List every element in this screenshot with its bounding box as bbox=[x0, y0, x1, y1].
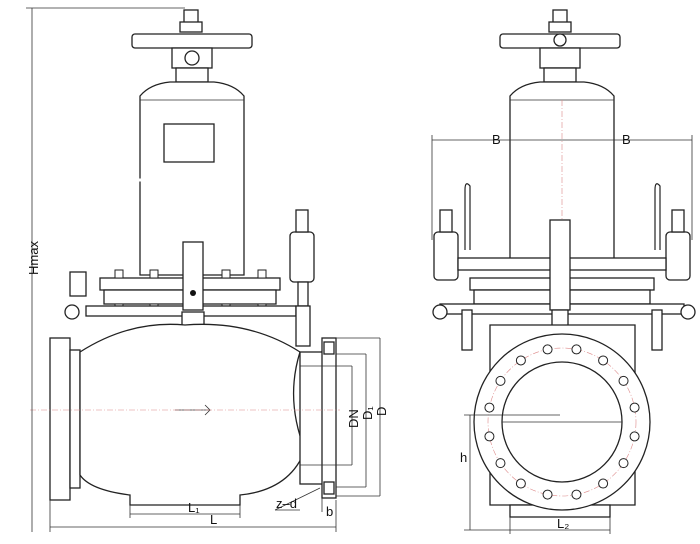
bolt-hole bbox=[618, 458, 629, 469]
bolt-hole bbox=[629, 431, 640, 442]
fitting-left bbox=[69, 271, 87, 297]
zd-label: z–d bbox=[276, 496, 297, 511]
bolt-hole bbox=[542, 344, 553, 355]
side-dimensions: B B h L₂ bbox=[431, 132, 693, 534]
outlet-flange bbox=[321, 337, 337, 499]
bolt-hole bbox=[618, 375, 629, 386]
handwheel bbox=[131, 33, 253, 49]
bolt-hole bbox=[598, 355, 609, 366]
valve-body bbox=[79, 323, 306, 506]
l2-label: L₂ bbox=[557, 516, 569, 531]
front-view bbox=[30, 9, 340, 506]
bolt-hole bbox=[484, 402, 495, 413]
b-left-label: B bbox=[492, 132, 501, 147]
dn-label: DN bbox=[346, 409, 361, 428]
side-bonnet bbox=[509, 81, 615, 266]
pilot-valve bbox=[182, 241, 204, 311]
bolt-hole bbox=[484, 431, 495, 442]
nameplate bbox=[163, 123, 215, 163]
bolt-hole bbox=[542, 489, 553, 500]
b-thickness-label: b bbox=[326, 504, 333, 519]
d-label: D bbox=[374, 407, 389, 416]
bolt-hole bbox=[571, 344, 582, 355]
d1-label: D₁ bbox=[360, 406, 375, 420]
front-dimensions: Hmax L L₁ DN D₁ D z–d b bbox=[26, 7, 389, 532]
l-label: L bbox=[210, 512, 217, 527]
solenoid bbox=[289, 231, 315, 283]
side-view bbox=[432, 9, 696, 518]
bolt-hole bbox=[515, 478, 526, 489]
inlet-flange bbox=[49, 337, 71, 501]
bolt-hole bbox=[495, 458, 506, 469]
hmax-label: Hmax bbox=[26, 241, 41, 275]
l1-label: L₁ bbox=[188, 500, 200, 515]
bolt-hole bbox=[495, 375, 506, 386]
h-label: h bbox=[460, 450, 467, 465]
bolt-hole bbox=[571, 489, 582, 500]
bolt-holes bbox=[484, 344, 640, 500]
b-right-label: B bbox=[622, 132, 631, 147]
bolt-hole bbox=[598, 478, 609, 489]
bolt-hole bbox=[629, 402, 640, 413]
bolt-hole bbox=[515, 355, 526, 366]
